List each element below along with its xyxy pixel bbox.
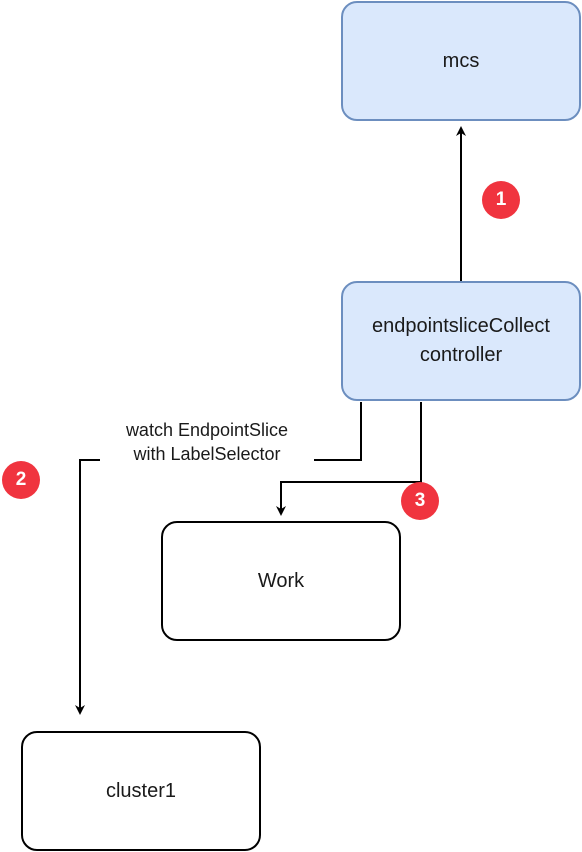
node-work-label: Work [257, 569, 305, 592]
step-badge-1: 1 [482, 181, 520, 219]
step-badge-2: 2 [2, 461, 40, 499]
node-work[interactable]: Work [161, 521, 401, 641]
node-cluster1[interactable]: cluster1 [21, 731, 261, 851]
step-badge-3: 3 [401, 482, 439, 520]
edge-label-line-1: watch EndpointSlice [125, 420, 289, 440]
node-mcs-label: mcs [442, 49, 480, 72]
node-cluster1-label: cluster1 [105, 779, 177, 802]
node-collector-label: endpointsliceCollect controller [372, 315, 550, 366]
edge-collector-to-work [276, 402, 422, 516]
edge-label-watch: watch EndpointSlice with LabelSelector [100, 418, 314, 466]
node-mcs[interactable]: mcs [341, 1, 581, 121]
edge-label-line-2: with LabelSelector [133, 444, 281, 464]
node-endpointslice-collect-controller[interactable]: endpointsliceCollect controller [341, 281, 581, 401]
